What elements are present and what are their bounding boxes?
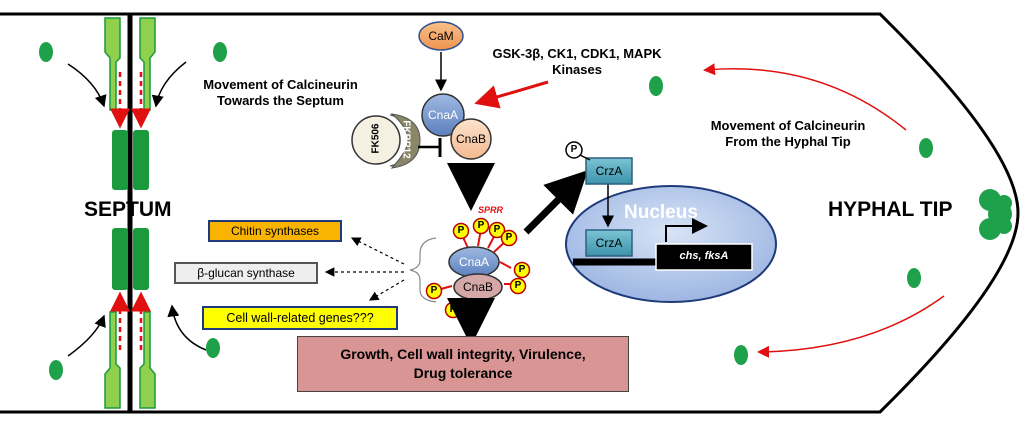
cna-b-label: CnaB	[455, 132, 487, 146]
crza-phospho-label: P	[570, 144, 578, 155]
tip-vesicle-cluster	[979, 189, 1012, 240]
crza-nuclear-label: CrzA	[595, 236, 623, 250]
cam-label: CaM	[428, 29, 454, 43]
movement-to-septum-label: Movement of Calcineurin Towards the Sept…	[203, 77, 358, 108]
crza-nuclear	[585, 229, 633, 257]
phospho-label-8: P	[449, 304, 457, 315]
fk506-label: FK506	[370, 123, 382, 154]
chitin-synthases-box: Chitin synthases	[208, 220, 342, 242]
crza-phospho	[565, 141, 583, 159]
hyphal-wall	[0, 12, 1020, 414]
phospho-label-1: P	[457, 225, 465, 236]
fkbp12-label: FKBP12	[400, 120, 412, 159]
phospho-label-7: P	[430, 285, 438, 296]
phospho-label-2: P	[477, 220, 485, 231]
phospho-label-6: P	[514, 280, 522, 291]
target-arrow-genes	[368, 279, 405, 301]
complex-cna-a-label: CnaA	[458, 255, 490, 269]
phospho-label-4: P	[505, 232, 513, 243]
cna-a-molecule	[421, 93, 465, 137]
cam-molecule	[418, 21, 464, 51]
curve-arrow-top-left	[67, 63, 107, 108]
gene-box	[655, 243, 753, 271]
cna-a-label: CnaA	[427, 108, 459, 122]
calcineurin-dots	[39, 42, 933, 380]
septum-bottom-structure	[104, 228, 156, 409]
target-brace	[409, 237, 437, 303]
hyphal-tip-label: HYPHAL TIP	[828, 198, 953, 221]
movement-from-tip-label: Movement of Calcineurin From the Hyphal …	[710, 118, 866, 149]
complex-cna-b-label: CnaB	[462, 280, 494, 294]
phospho-complex	[436, 228, 518, 307]
curve-arrow-bottom-right	[167, 304, 207, 351]
kinase-arrow	[474, 80, 549, 109]
outcome-box: Growth, Cell wall integrity, Virulence, …	[297, 336, 629, 392]
fk506-fkbp12-complex	[351, 113, 421, 169]
glucan-synthase-box: β-glucan synthase	[174, 262, 318, 284]
nucleus-label: Nucleus	[624, 202, 698, 223]
phospho-label-3: P	[493, 224, 501, 235]
cna-b-molecule	[450, 118, 492, 160]
septum-label: SEPTUM	[84, 198, 172, 221]
crza-cytoplasm-label: CrzA	[595, 164, 623, 178]
kinases-label: GSK-3β, CK1, CDK1, MAPK Kinases	[492, 46, 662, 77]
target-arrow-chitin	[350, 237, 405, 265]
crza-arrow	[523, 170, 588, 235]
gene-label: chs, fksA	[679, 250, 729, 262]
crza-cytoplasm	[585, 157, 633, 185]
sprr-label: SPRR	[478, 205, 504, 215]
tip-arrow-top	[703, 63, 907, 131]
curve-arrow-top-right	[151, 61, 187, 108]
cell-wall-genes-box: Cell wall-related genes???	[202, 306, 398, 330]
curve-arrow-bottom-left	[67, 314, 106, 357]
phospho-label-5: P	[518, 264, 526, 275]
tip-arrow-bottom	[757, 295, 945, 358]
transcription-arrow	[665, 218, 708, 242]
